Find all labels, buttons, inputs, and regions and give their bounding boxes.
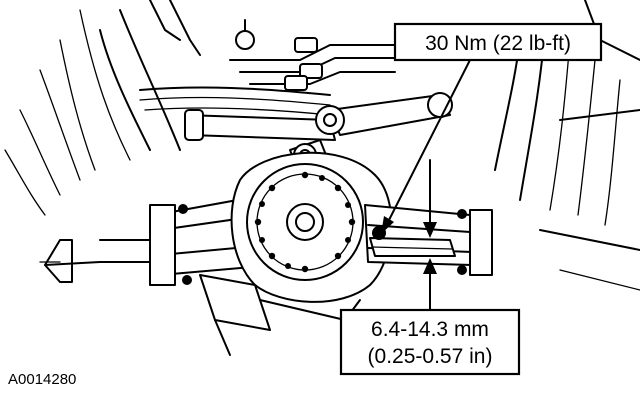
- figure-id: A0014280: [8, 371, 76, 388]
- left-frame-rail: [4, 0, 201, 216]
- torque-callout: 30 Nm (22 lb-ft): [381, 22, 603, 234]
- gap-measurement: [423, 159, 437, 313]
- gap-arrow-up: [423, 258, 437, 274]
- gap-callout-box: [339, 308, 521, 376]
- gap-callout: 6.4-14.3 mm (0.25-0.57 in): [339, 308, 521, 376]
- torque-arrow-head: [381, 216, 394, 234]
- torque-callout-box: [393, 22, 603, 62]
- upper-arm: [184, 92, 453, 141]
- brake-lines: [229, 19, 401, 91]
- torque-spec-label: 30 Nm (22 lb-ft): [425, 32, 571, 55]
- gap-metric-label: 6.4-14.3 mm: [371, 318, 489, 341]
- gap-arrow-down: [423, 222, 437, 238]
- spring-pad: [369, 226, 456, 257]
- leaf-spring-left: [139, 86, 331, 116]
- differential-housing: [230, 151, 393, 303]
- left-hub-stub: [39, 239, 101, 283]
- gap-imperial-label: (0.25-0.57 in): [368, 345, 493, 368]
